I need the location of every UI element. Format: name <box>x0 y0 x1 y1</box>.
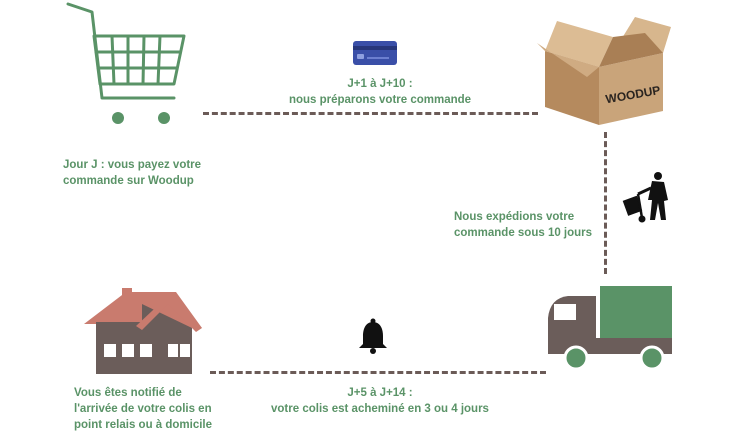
cardboard-box-icon: WOODUP <box>537 17 671 125</box>
bell-icon <box>359 318 387 354</box>
step-prepare-text: J+1 à J+10 : nous préparons votre comman… <box>270 76 490 108</box>
truck-icon <box>548 286 672 371</box>
step-notify-line3: point relais ou à domicile <box>74 419 213 431</box>
step-pay-line2: commande sur Woodup <box>63 175 194 187</box>
step-transit-line1: J+5 à J+14 : <box>347 387 413 399</box>
step-pay-text: Jour J : vous payez votre commande sur W… <box>63 157 201 189</box>
step-notify-line2: l'arrivée de votre colis en <box>74 403 212 415</box>
step-ship-line1: Nous expédions votre <box>454 211 575 223</box>
step-prepare-line2: nous préparons votre commande <box>288 94 472 106</box>
step-ship-line2: commande sous 10 jours <box>454 227 593 239</box>
delivery-worker-icon <box>622 172 668 223</box>
connector-box-to-truck <box>604 132 607 274</box>
connector-truck-to-house <box>210 371 546 374</box>
step-pay-line1: Jour J : vous payez votre <box>63 159 202 171</box>
step-transit-line2: votre colis est acheminé en 3 ou 4 jours <box>271 403 489 415</box>
credit-card-icon <box>353 41 397 65</box>
house-icon <box>84 288 202 374</box>
step-notify-line1: Vous êtes notifié de <box>74 387 182 399</box>
step-prepare-line1: J+1 à J+10 : <box>347 78 413 90</box>
step-transit-text: J+5 à J+14 : votre colis est acheminé en… <box>250 385 510 417</box>
step-ship-text: Nous expédions votre commande sous 10 jo… <box>454 209 592 241</box>
shopping-cart-icon <box>66 2 186 124</box>
connector-cart-to-box <box>203 112 538 115</box>
